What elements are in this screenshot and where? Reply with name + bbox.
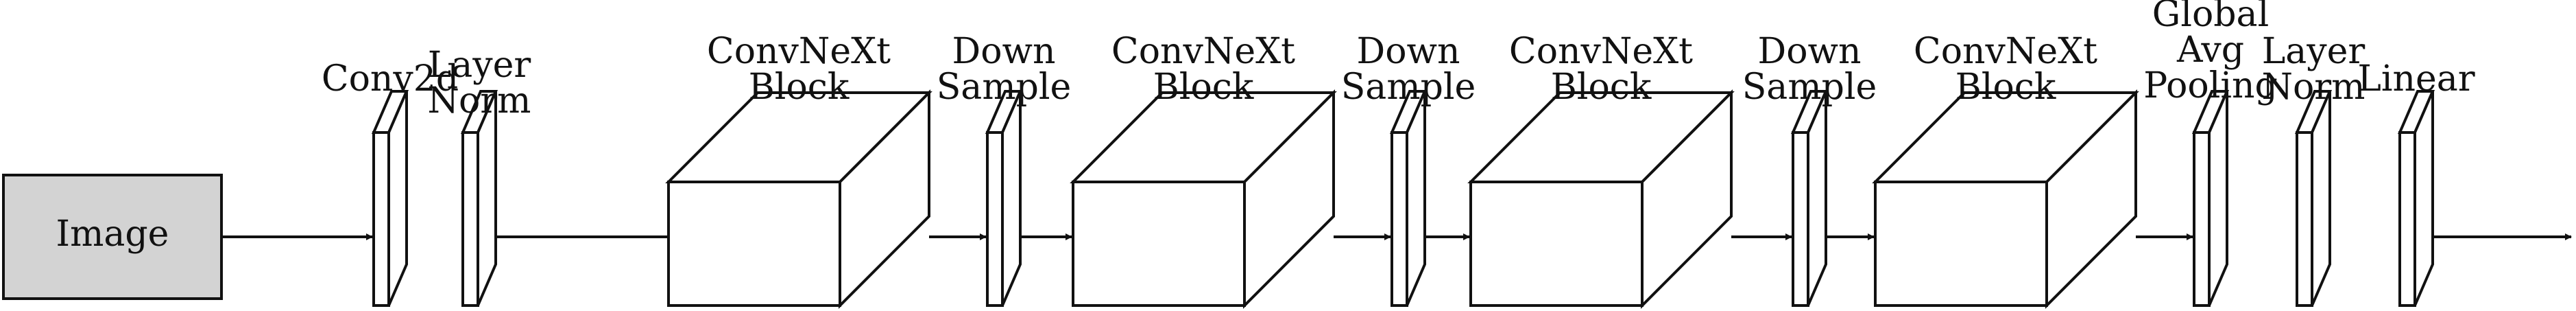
input-image-box: Image: [2, 174, 223, 300]
convnext-block-2-front-face: [1072, 181, 1246, 307]
convnext-block-1-shape: [665, 89, 932, 309]
global-avg-pooling-shape: [2191, 90, 2230, 307]
layer-norm-1-label-line: Norm: [428, 80, 531, 122]
convnext-block-4-front-face: [1874, 181, 2048, 307]
global-avg-pooling-label-line: Global: [2152, 0, 2269, 35]
layer-norm-2-front-face: [2296, 131, 2313, 307]
layer-norm-1-front-face: [461, 131, 479, 307]
linear-shape: [2397, 90, 2435, 307]
conv2d-side-face: [387, 91, 408, 306]
linear-side-face: [2414, 91, 2434, 306]
convnext-block-2-shape: [1070, 89, 1337, 309]
convnext-block-2-label-line: ConvNeXt: [1111, 31, 1295, 72]
convnext-block-4-shape: [1872, 89, 2139, 309]
layer-norm-1-side-face: [477, 91, 497, 306]
linear-label: Linear: [2357, 58, 2475, 100]
down-sample-2-label-line: Down: [1357, 31, 1460, 72]
convnext-block-4-label-line: Block: [1955, 67, 2056, 108]
convnext-block-2-label-line: Block: [1153, 67, 1254, 108]
linear-label-line: Linear: [2357, 58, 2475, 100]
convnext-block-4-label-line: ConvNeXt: [1914, 31, 2097, 72]
down-sample-2-shape: [1389, 90, 1428, 307]
layer-blocks: [371, 89, 2435, 309]
convnext-block-3-front-face: [1469, 181, 1644, 307]
global-avg-pooling-label-line: Avg: [2176, 30, 2244, 71]
convnext-block-1-front-face: [667, 181, 841, 307]
down-sample-3-label-line: Down: [1758, 31, 1862, 72]
global-avg-pooling-label-line: Pooling: [2143, 65, 2278, 106]
layer-norm-2-label-line: Layer: [2262, 31, 2366, 72]
layer-norm-2-label-line: Norm: [2262, 67, 2366, 108]
global-avg-pooling-front-face: [2193, 131, 2211, 307]
down-sample-1-side-face: [1001, 91, 1022, 306]
linear-front-face: [2398, 131, 2416, 307]
convnext-block-1-side-face: [839, 89, 930, 309]
conv2d-label-line: Conv2d: [322, 58, 459, 100]
convnext-block-3-side-face: [1641, 89, 1733, 309]
layer-norm-1-label-line: Layer: [428, 45, 531, 86]
input-image-label: Image: [56, 214, 169, 255]
down-sample-3-front-face: [1792, 131, 1809, 307]
convnext-block-1-label-line: Block: [749, 67, 850, 108]
down-sample-1-front-face: [986, 131, 1004, 307]
conv2d-front-face: [372, 131, 390, 307]
convnext-block-4-side-face: [2045, 89, 2137, 309]
down-sample-1-label-line: Down: [952, 31, 1056, 72]
layer-norm-2-side-face: [2311, 91, 2331, 306]
down-sample-2-front-face: [1391, 131, 1408, 307]
convnext-block-3-shape: [1467, 89, 1735, 309]
down-sample-1-label-line: Sample: [937, 67, 1072, 108]
convnext-block-3-label-line: Block: [1551, 67, 1652, 108]
down-sample-3-side-face: [1807, 91, 1827, 306]
down-sample-1-shape: [985, 90, 1023, 307]
down-sample-2-side-face: [1406, 91, 1426, 306]
down-sample-2-label-line: Sample: [1341, 67, 1476, 108]
convnext-block-2-side-face: [1243, 89, 1335, 309]
conv2d-label: Conv2d: [322, 58, 459, 100]
convnext-block-1-label-line: ConvNeXt: [707, 31, 891, 72]
down-sample-3-shape: [1790, 90, 1829, 307]
conv2d-shape: [371, 90, 409, 307]
layer-norm-2-shape: [2294, 90, 2333, 307]
global-avg-pooling-side-face: [2208, 91, 2228, 306]
down-sample-3-label-line: Sample: [1742, 67, 1877, 108]
layer-norm-1-shape: [460, 90, 498, 307]
convnext-block-3-label-line: ConvNeXt: [1509, 31, 1693, 72]
